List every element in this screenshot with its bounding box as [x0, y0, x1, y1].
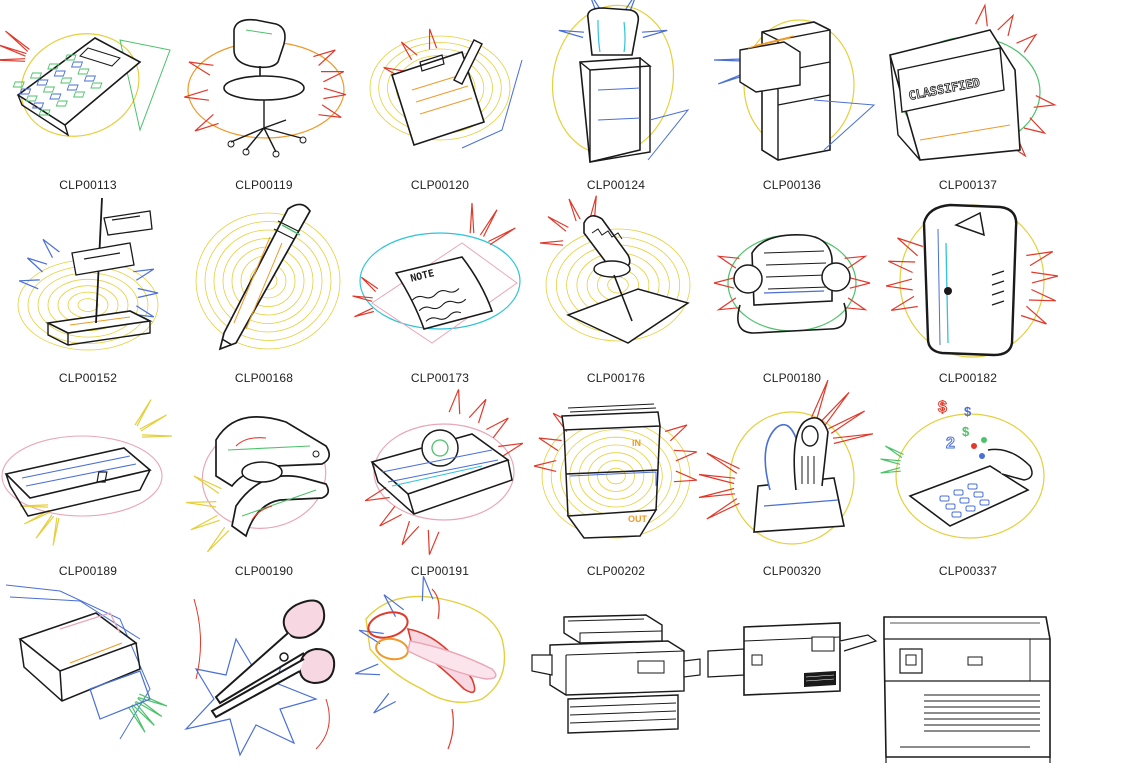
svg-text:IN: IN: [632, 438, 641, 448]
clipart-caption: CLP00202: [586, 564, 646, 578]
clipboard-pen-icon: [352, 0, 528, 176]
telephone-icon: $ $2 $: [880, 399, 1056, 562]
water-cooler-icon: [528, 0, 704, 176]
rolodex-icon: [704, 193, 880, 369]
clipart-thumbnail[interactable]: NOTE CLP00173: [352, 193, 528, 386]
clipart-caption: CLP00182: [938, 371, 998, 385]
paper-spike-icon: [0, 193, 176, 369]
tape-dispenser-icon: [352, 386, 528, 562]
laser-printer-icon: [704, 579, 880, 755]
clipart-thumbnail[interactable]: [352, 579, 528, 772]
pencil-icon: [176, 193, 352, 369]
clipart-caption: CLP00173: [410, 371, 470, 385]
clipart-caption: CLP00119: [235, 178, 293, 192]
clipart-caption: CLP00168: [234, 371, 294, 385]
file-cabinet-icon: [704, 0, 880, 176]
clipart-caption: CLP00337: [938, 564, 998, 578]
office-copier-icon: [880, 579, 1056, 763]
clipart-thumbnail[interactable]: [528, 579, 704, 772]
svg-text:$: $: [938, 399, 947, 416]
clipart-thumbnail[interactable]: [176, 579, 352, 772]
clipart-caption: CLP00120: [410, 178, 470, 192]
clipart-caption: CLP00190: [234, 564, 294, 578]
clipart-thumbnail[interactable]: CLP00191: [352, 386, 528, 579]
svg-text:OUT: OUT: [628, 514, 648, 524]
clipart-thumbnail[interactable]: [880, 579, 1056, 772]
clipart-thumbnail[interactable]: $ $2 $ CLP00337: [880, 386, 1056, 579]
binder-clip-icon: [704, 386, 880, 562]
office-chair-icon: [176, 0, 352, 176]
clipart-thumbnail[interactable]: CLP00320: [704, 386, 880, 579]
clipart-caption: CLP00180: [762, 371, 822, 385]
classified-folder-icon: CLASSIFIED: [880, 0, 1056, 176]
clipart-thumbnail[interactable]: [0, 579, 176, 772]
clipart-thumbnail[interactable]: CLP00180: [704, 193, 880, 386]
clipart-thumbnail[interactable]: CLP00120: [352, 0, 528, 193]
clipart-thumbnail[interactable]: CLP00176: [528, 193, 704, 386]
clipart-caption: CLP00191: [410, 564, 470, 578]
clipart-thumbnail[interactable]: CLP00189: [0, 386, 176, 579]
clipart-thumbnail[interactable]: IN OUT CLP00202: [528, 386, 704, 579]
clipart-caption: CLP00136: [762, 178, 822, 192]
clipart-thumbnail[interactable]: CLP00168: [176, 193, 352, 386]
clipart-caption: CLP00320: [762, 564, 822, 578]
clipart-thumbnail[interactable]: CLP00119: [176, 0, 352, 193]
push-pin-icon: [528, 193, 704, 369]
clipart-thumbnail[interactable]: CLP00152: [0, 193, 176, 386]
calculator-icon: [0, 0, 176, 176]
clipart-caption: CLP00176: [586, 371, 646, 385]
in-out-tray-icon: IN OUT: [528, 386, 704, 562]
clipart-caption: CLP00113: [59, 178, 117, 192]
clipart-caption: CLP00124: [586, 178, 646, 192]
clipart-thumbnail[interactable]: CLP00136: [704, 0, 880, 193]
clipart-thumbnail[interactable]: CLP00113: [0, 0, 176, 193]
svg-text:$: $: [962, 424, 970, 439]
clipart-caption: CLP00137: [938, 178, 998, 192]
clipart-caption: CLP00152: [58, 371, 118, 385]
scissors-icon: [176, 579, 352, 755]
clipart-thumbnail[interactable]: CLASSIFIED CLP00137: [880, 0, 1056, 193]
staple-remover-icon: [176, 386, 352, 562]
svg-text:$: $: [964, 404, 972, 419]
clipart-thumbnail[interactable]: CLP00190: [176, 386, 352, 579]
svg-text:2: 2: [946, 435, 955, 452]
clipart-caption: CLP00189: [58, 564, 118, 578]
clipart-thumbnail[interactable]: CLP00182: [880, 193, 1056, 386]
colored-scissors-icon: [352, 579, 528, 755]
clipart-thumbnail[interactable]: CLP00124: [528, 0, 704, 193]
fax-machine-icon: [0, 579, 176, 755]
photocopier-icon: [528, 579, 704, 755]
stapler-icon: [0, 386, 176, 562]
pencil-sharpener-icon: [880, 193, 1056, 369]
note-paper-icon: NOTE: [352, 193, 528, 369]
clipart-thumbnail[interactable]: [704, 579, 880, 772]
